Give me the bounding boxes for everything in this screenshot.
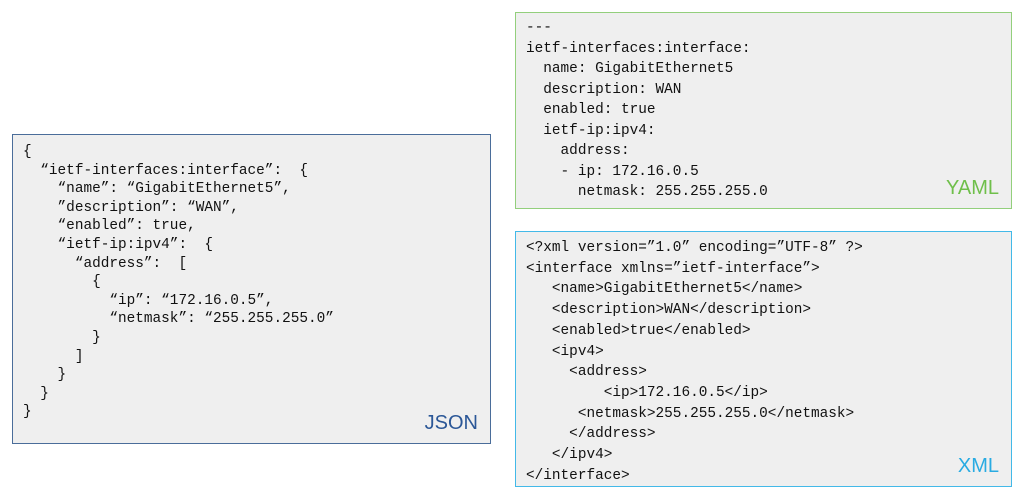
json-code-block: { “ietf-interfaces:interface”: { “name”:… <box>23 144 334 421</box>
yaml-code-block: --- ietf-interfaces:interface: name: Gig… <box>526 20 768 200</box>
json-format-label: JSON <box>424 412 478 434</box>
json-panel: { “ietf-interfaces:interface”: { “name”:… <box>12 134 491 444</box>
xml-code-block: <?xml version=”1.0” encoding=”UTF-8” ?> … <box>526 240 863 484</box>
yaml-format-label: YAML <box>946 177 999 199</box>
yaml-panel: --- ietf-interfaces:interface: name: Gig… <box>515 12 1012 209</box>
xml-panel: <?xml version=”1.0” encoding=”UTF-8” ?> … <box>515 231 1012 487</box>
xml-format-label: XML <box>957 455 999 477</box>
